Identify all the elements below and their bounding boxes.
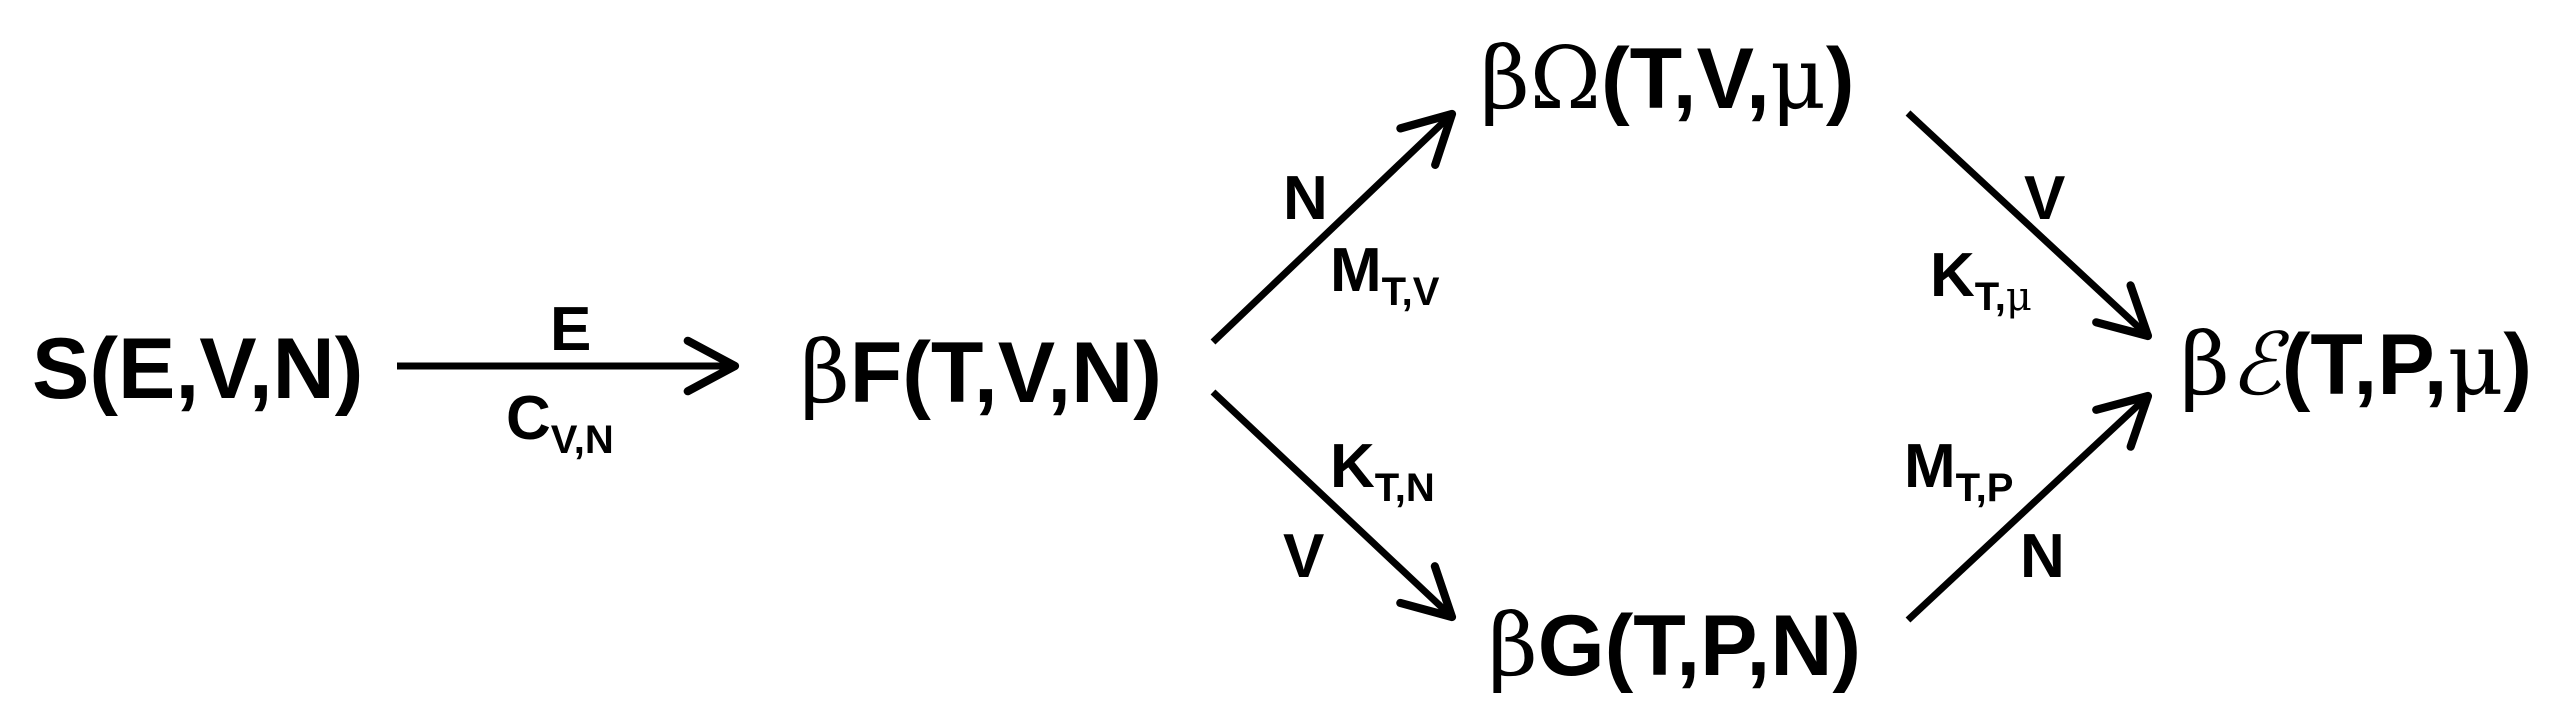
- node-entropy-text: S(E,V,N): [32, 321, 364, 417]
- node-helmholtz-text: F(T,V,N): [849, 325, 1162, 421]
- label-f-to-omega-inner: MT,V: [1330, 240, 1439, 313]
- label-omega-to-e-inner: KT,μ: [1930, 245, 2032, 318]
- label-g-to-e-inner: MT,P: [1904, 436, 2013, 509]
- label-f-to-g-inner: KT,N: [1330, 436, 1435, 509]
- edge-variable-label: N: [2020, 522, 2065, 591]
- label-g-to-e-outer: N: [2020, 526, 2065, 588]
- beta-symbol: β: [1480, 29, 1530, 129]
- node-final-args: (T,P,: [2281, 317, 2448, 413]
- node-grand-args: (T,V,: [1601, 31, 1770, 127]
- subscript-t: T,: [1974, 275, 2006, 319]
- edge-coefficient-subscript: T,P: [1955, 466, 2014, 510]
- arrow-omega-to-e: [1905, 110, 2153, 341]
- label-omega-to-e-outer: V: [2024, 168, 2065, 230]
- mu-symbol: μ: [2005, 274, 2032, 320]
- beta-symbol: β: [2180, 315, 2230, 415]
- node-grand-close: ): [1825, 31, 1855, 127]
- beta-symbol: β: [1488, 596, 1538, 696]
- node-final-potential: βℰ(T,P,μ): [2180, 322, 2532, 408]
- beta-symbol: β: [800, 323, 850, 423]
- edge-variable-label: V: [1283, 522, 1325, 591]
- omega-symbol: Ω: [1529, 29, 1602, 129]
- node-final-close: ): [2503, 317, 2533, 413]
- edge-coefficient-subscript: T,V: [1381, 270, 1440, 314]
- node-gibbs: βG(T,P,N): [1488, 603, 1861, 689]
- label-f-to-omega-outer: N: [1283, 168, 1328, 230]
- mu-symbol: μ: [2447, 315, 2504, 415]
- edge-coefficient-subscript: V,N: [550, 418, 614, 462]
- edge-coefficient-label: K: [1930, 241, 1975, 310]
- label-s-to-f-top: E: [550, 299, 591, 361]
- node-gibbs-text: G(T,P,N): [1537, 598, 1862, 694]
- edge-coefficient-subscript: T,N: [1374, 466, 1435, 510]
- edge-coefficient-subscript: T,μ: [1975, 275, 2032, 319]
- edge-coefficient-label: M: [1904, 432, 1956, 501]
- node-grand-potential: βΩ(T,V,μ): [1480, 36, 1854, 122]
- arrow-f-to-g: [1210, 389, 1457, 622]
- edge-coefficient-label: K: [1330, 432, 1375, 501]
- node-helmholtz: βF(T,V,N): [800, 330, 1162, 416]
- edge-variable-label: E: [550, 295, 592, 364]
- edge-variable-label: V: [2024, 164, 2066, 233]
- edge-variable-label: N: [1283, 164, 1328, 233]
- arrow-g-to-e: [1905, 391, 2153, 623]
- label-f-to-g-outer: V: [1283, 526, 1324, 588]
- node-entropy: S(E,V,N): [32, 326, 363, 412]
- label-s-to-f-bottom: CV,N: [506, 388, 614, 461]
- mu-symbol: μ: [1769, 29, 1826, 129]
- arrow-f-to-omega: [1210, 109, 1457, 345]
- edge-coefficient-label: C: [506, 384, 551, 453]
- edge-coefficient-label: M: [1330, 236, 1382, 305]
- script-e-symbol: ℰ: [2229, 315, 2282, 415]
